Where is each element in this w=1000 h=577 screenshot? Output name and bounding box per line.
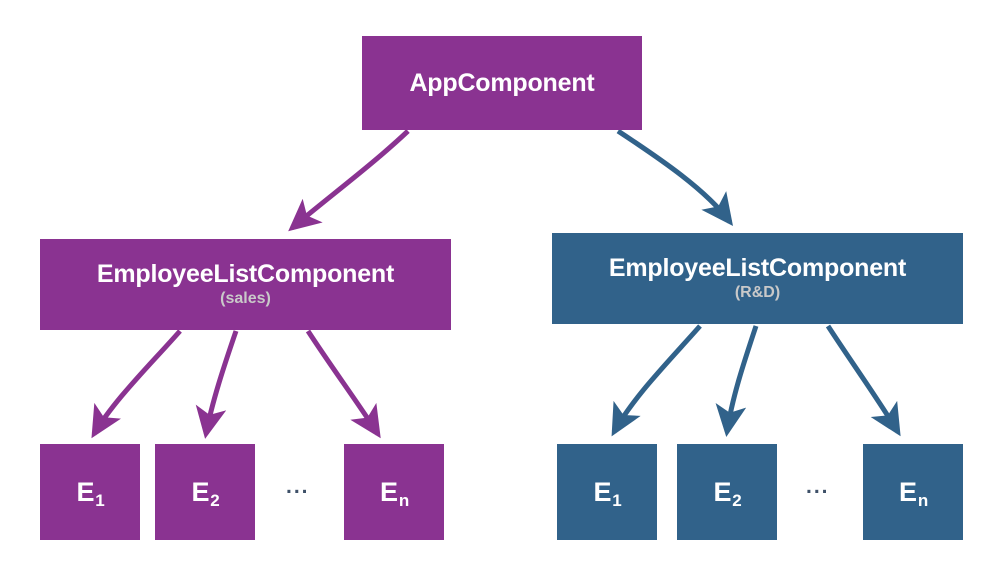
node-employee-sales-1[interactable]: E1: [40, 444, 140, 540]
node-employee-list-component-rnd-title: EmployeeListComponent: [608, 254, 907, 283]
node-employee-list-component-rnd-subtitle: (R&D): [734, 284, 781, 302]
node-employee-sales-n-label: En: [380, 476, 409, 509]
employee-index: 1: [612, 490, 622, 510]
node-app-component-label: AppComponent: [409, 68, 595, 97]
ellipsis-sales: ...: [286, 475, 310, 498]
employee-base-letter: E: [76, 476, 95, 507]
node-employee-rnd-2-label: E2: [713, 476, 741, 509]
node-employee-sales-2[interactable]: E2: [155, 444, 255, 540]
employee-base-letter: E: [899, 476, 917, 507]
employee-base-letter: E: [191, 476, 210, 507]
edge-sales-to-leaf-1: [91, 329, 182, 439]
node-employee-rnd-1[interactable]: E1: [557, 444, 657, 540]
employee-index: 2: [210, 490, 220, 510]
employee-base-letter: E: [593, 476, 612, 507]
node-employee-list-component-rnd[interactable]: EmployeeListComponent (R&D): [552, 233, 963, 324]
employee-index: n: [398, 490, 409, 510]
employee-index: n: [917, 490, 928, 510]
employee-base-letter: E: [380, 476, 398, 507]
employee-base-letter: E: [713, 476, 732, 507]
edge-app-to-rnd: [616, 128, 734, 226]
employee-index: 1: [95, 490, 105, 510]
node-employee-rnd-1-label: E1: [593, 476, 621, 509]
employee-index: 2: [732, 490, 742, 510]
node-employee-list-component-sales[interactable]: EmployeeListComponent (sales): [40, 239, 451, 330]
edge-sales-to-leaf-2: [195, 330, 239, 439]
node-employee-rnd-n[interactable]: En: [863, 444, 963, 540]
node-employee-sales-2-label: E2: [191, 476, 219, 509]
edge-sales-to-leaf-n: [305, 329, 381, 439]
node-employee-sales-1-label: E1: [76, 476, 104, 509]
edge-app-to-sales: [288, 129, 410, 232]
node-employee-list-component-sales-title: EmployeeListComponent: [96, 260, 395, 289]
edge-rnd-to-leaf-n: [825, 324, 901, 437]
edge-rnd-to-leaf-2: [715, 325, 759, 437]
edge-rnd-to-leaf-1: [611, 324, 702, 437]
ellipsis-rnd: ...: [806, 475, 830, 498]
node-employee-list-component-sales-subtitle: (sales): [220, 290, 271, 308]
node-employee-sales-n[interactable]: En: [344, 444, 444, 540]
node-app-component[interactable]: AppComponent: [362, 36, 642, 130]
node-employee-rnd-2[interactable]: E2: [677, 444, 777, 540]
node-employee-rnd-n-label: En: [899, 476, 928, 509]
